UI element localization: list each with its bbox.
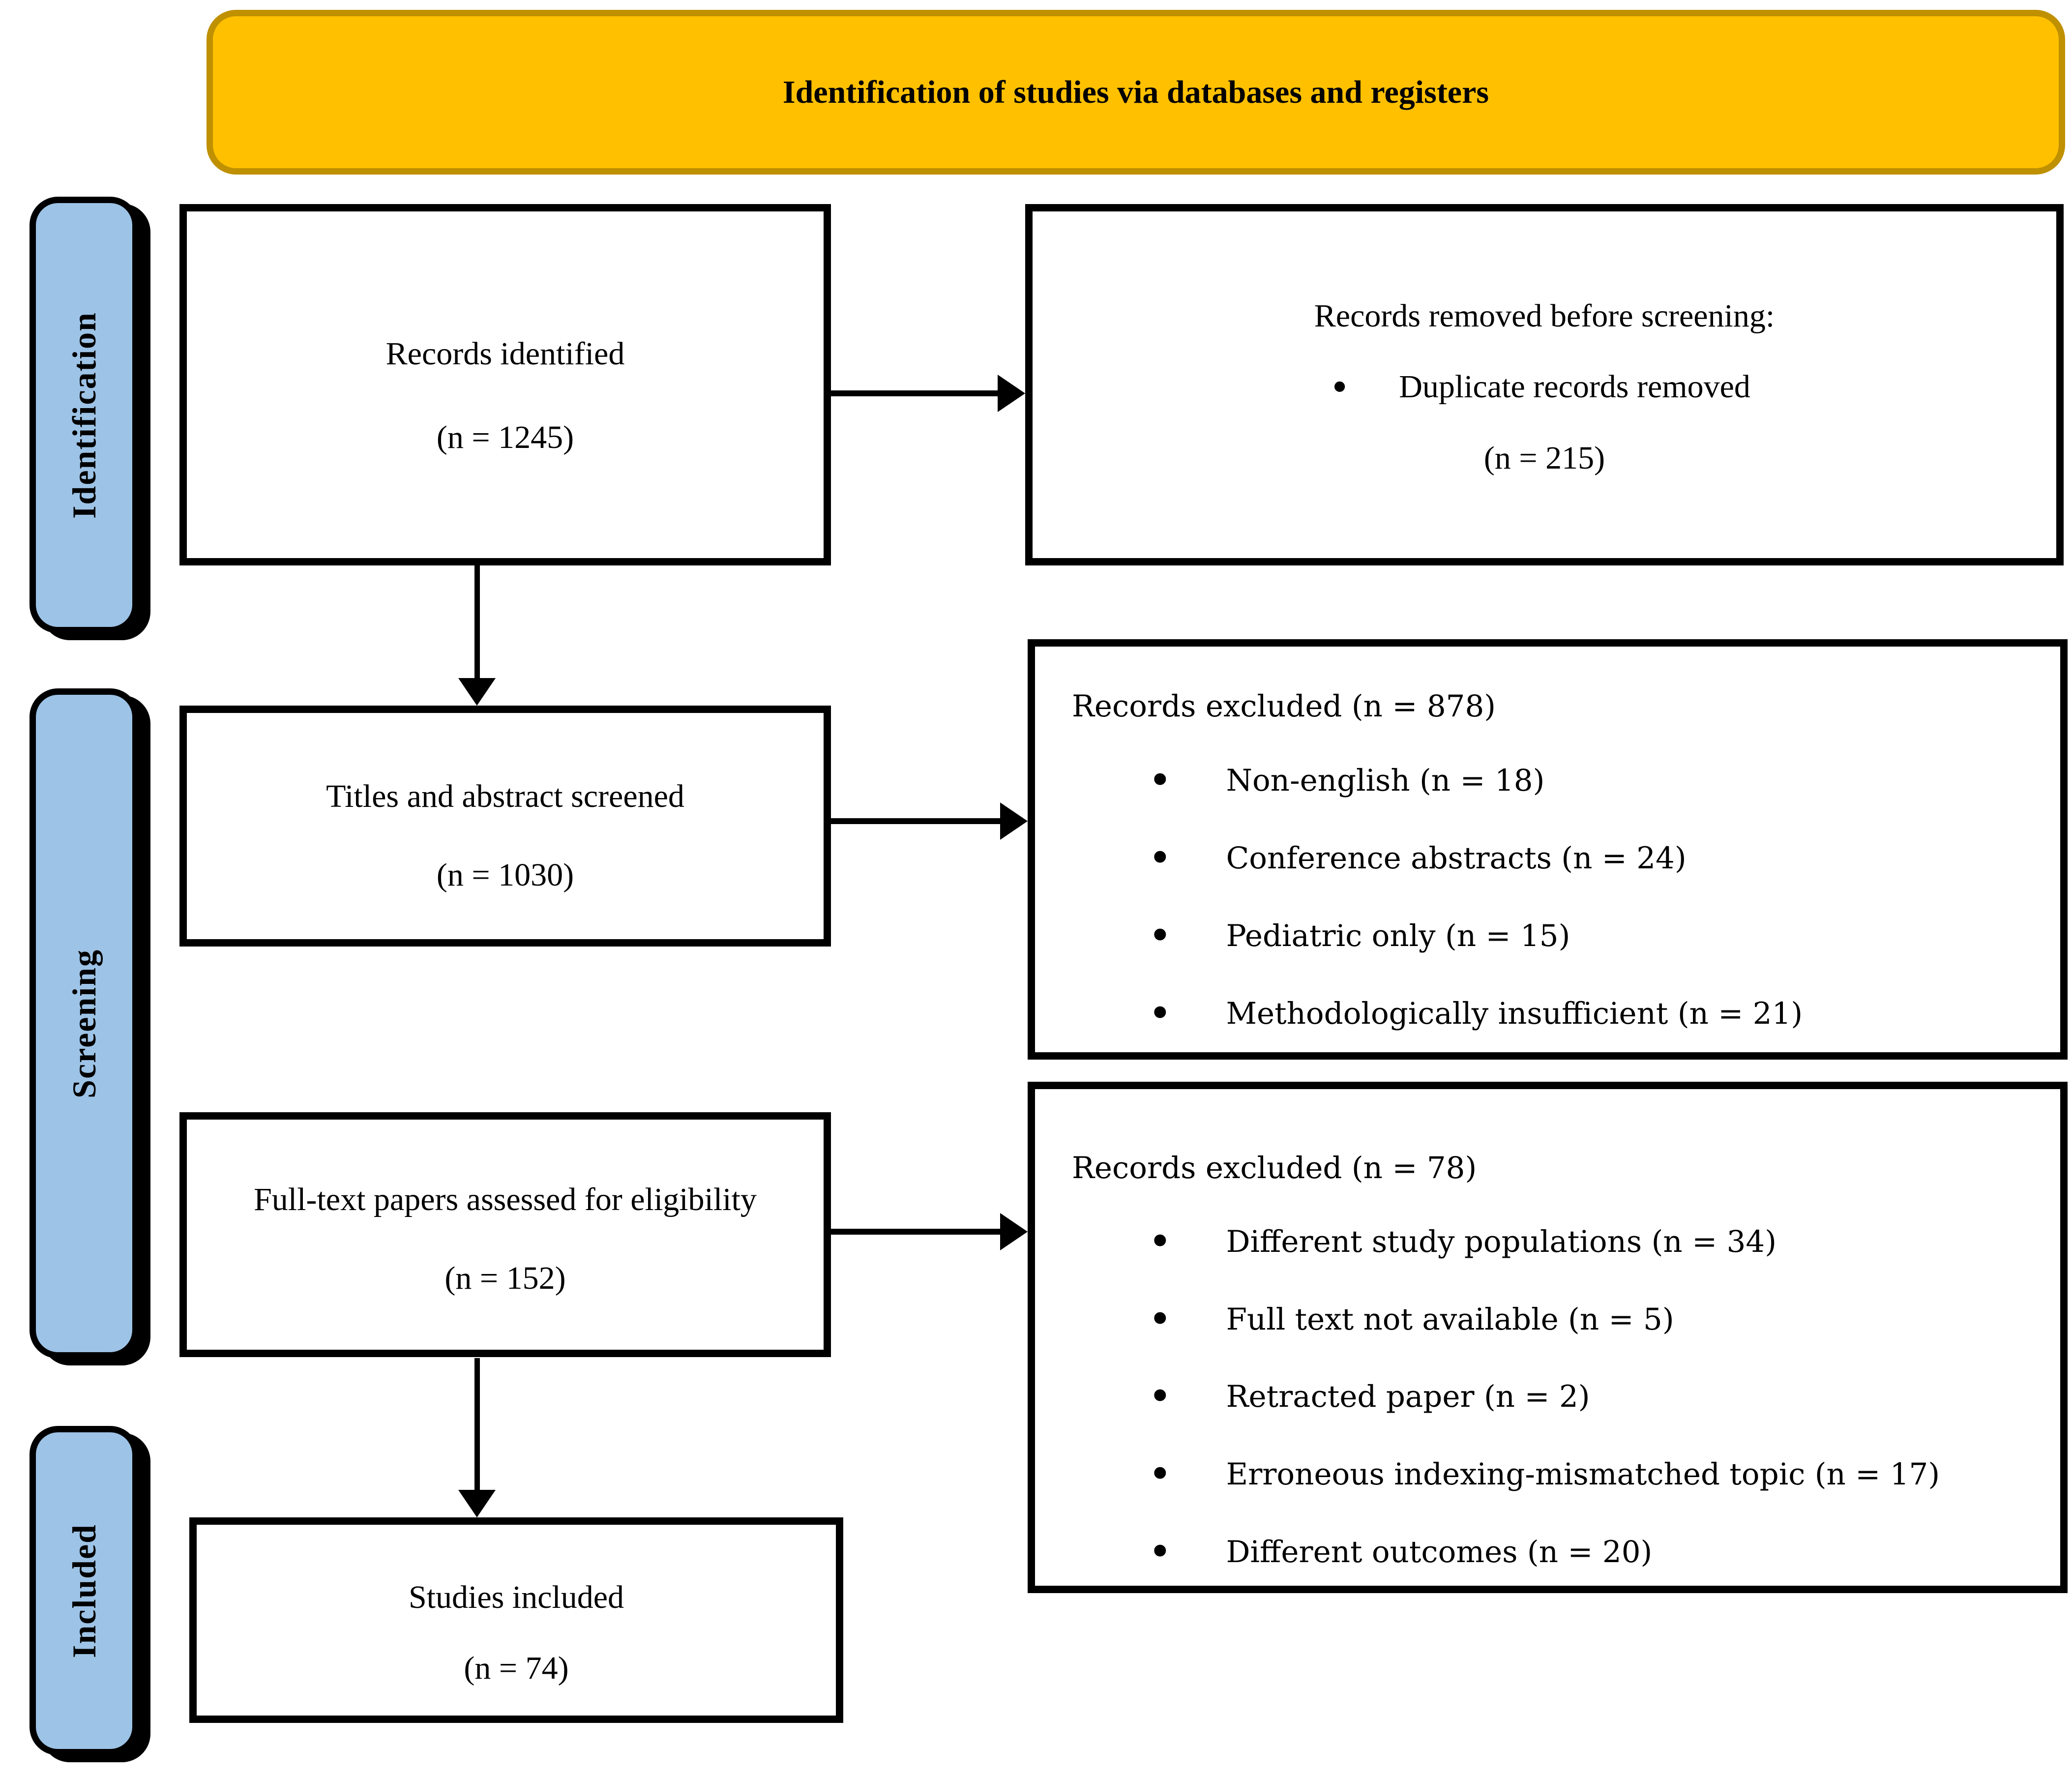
excluded-screening-bullet: • Methodologically insufficient (n = 21) <box>1148 990 1803 1037</box>
excluded-eligibility-bullet-text: Different outcomes (n = 20) <box>1226 1534 1653 1570</box>
studies-included-count: (n = 74) <box>464 1650 569 1687</box>
arrow-identified-to-screened <box>458 565 496 706</box>
titles-screened-count: (n = 1030) <box>436 857 574 893</box>
arrow-fulltext-to-excluded <box>831 1213 1028 1250</box>
box-records-excluded-screening: Records excluded (n = 878) • Non-english… <box>1028 639 2068 1060</box>
excluded-eligibility-bullet-text: Retracted paper (n = 2) <box>1226 1379 1590 1414</box>
excluded-screening-bullet-text: Methodologically insufficient (n = 21) <box>1226 996 1803 1031</box>
excluded-screening-bullet-text: Pediatric only (n = 15) <box>1226 918 1570 953</box>
box-fulltext-assessed: Full-text papers assessed for eligibilit… <box>179 1112 831 1357</box>
excluded-eligibility-bullet: • Erroneous indexing-mismatched topic (n… <box>1148 1451 1940 1498</box>
banner: Identification of studies via databases … <box>207 10 2065 175</box>
records-removed-bullet: • Duplicate records removed <box>1332 362 1750 411</box>
stage-label-screening: Screening <box>30 688 139 1359</box>
studies-included-line1: Studies included <box>408 1579 624 1616</box>
excluded-eligibility-bullet-text: Erroneous indexing-mismatched topic (n =… <box>1226 1456 1940 1492</box>
arrow-head <box>458 1490 496 1517</box>
fulltext-assessed-line1: Full-text papers assessed for eligibilit… <box>254 1182 757 1218</box>
excluded-screening-bullet-text: Conference abstracts (n = 24) <box>1226 840 1687 876</box>
box-records-excluded-eligibility: Records excluded (n = 78) • Different st… <box>1028 1082 2068 1593</box>
excluded-screening-bullet-text: Non-english (n = 18) <box>1226 763 1545 798</box>
records-excluded-screening-heading: Records excluded (n = 878) <box>1072 688 1496 724</box>
banner-title: Identification of studies via databases … <box>782 74 1489 110</box>
arrow-screened-to-excluded <box>831 802 1028 840</box>
excluded-eligibility-bullet: • Full text not available (n = 5) <box>1148 1296 1674 1343</box>
excluded-eligibility-bullet-text: Full text not available (n = 5) <box>1226 1302 1674 1337</box>
arrow-head <box>1000 1213 1028 1250</box>
excluded-eligibility-bullet-text: Different study populations (n = 34) <box>1226 1224 1776 1259</box>
arrow-identified-to-removed <box>831 375 1025 412</box>
records-identified-line1: Records identified <box>385 336 625 372</box>
stage-label-identification: Identification <box>30 197 139 633</box>
arrow-shaft <box>831 1229 1000 1235</box>
stage-label-included: Included <box>30 1426 139 1755</box>
box-studies-included: Studies included (n = 74) <box>189 1517 843 1723</box>
arrow-head <box>1000 802 1028 840</box>
excluded-eligibility-bullet: • Retracted paper (n = 2) <box>1148 1373 1590 1420</box>
titles-screened-line1: Titles and abstract screened <box>326 778 684 815</box>
excluded-screening-bullet: • Conference abstracts (n = 24) <box>1148 834 1687 882</box>
records-identified-count: (n = 1245) <box>436 419 574 456</box>
box-titles-screened: Titles and abstract screened (n = 1030) <box>179 706 831 947</box>
box-records-removed: Records removed before screening: • Dupl… <box>1025 204 2064 565</box>
excluded-eligibility-bullet: • Different study populations (n = 34) <box>1148 1218 1776 1265</box>
arrow-shaft <box>831 390 998 396</box>
excluded-screening-bullet: • Pediatric only (n = 15) <box>1148 912 1570 959</box>
stage-label-screening-text: Screening <box>65 948 103 1098</box>
excluded-eligibility-bullet: • Different outcomes (n = 20) <box>1148 1528 1653 1575</box>
records-removed-bullet-text: Duplicate records removed <box>1399 369 1750 405</box>
excluded-screening-bullet: • Non-english (n = 18) <box>1148 757 1545 804</box>
records-excluded-eligibility-heading: Records excluded (n = 78) <box>1072 1150 1477 1185</box>
box-records-identified: Records identified (n = 1245) <box>179 204 831 565</box>
arrow-head <box>998 375 1025 412</box>
fulltext-assessed-count: (n = 152) <box>444 1260 566 1297</box>
records-removed-heading: Records removed before screening: <box>1314 298 1775 334</box>
stage-label-identification-text: Identification <box>65 311 103 519</box>
arrow-shaft <box>474 565 480 678</box>
stage-label-included-text: Included <box>65 1523 103 1658</box>
arrow-shaft <box>831 818 1000 824</box>
arrow-shaft <box>474 1358 480 1490</box>
records-removed-count: (n = 215) <box>1483 440 1605 476</box>
arrow-head <box>458 678 496 706</box>
arrow-fulltext-to-included <box>458 1358 496 1517</box>
